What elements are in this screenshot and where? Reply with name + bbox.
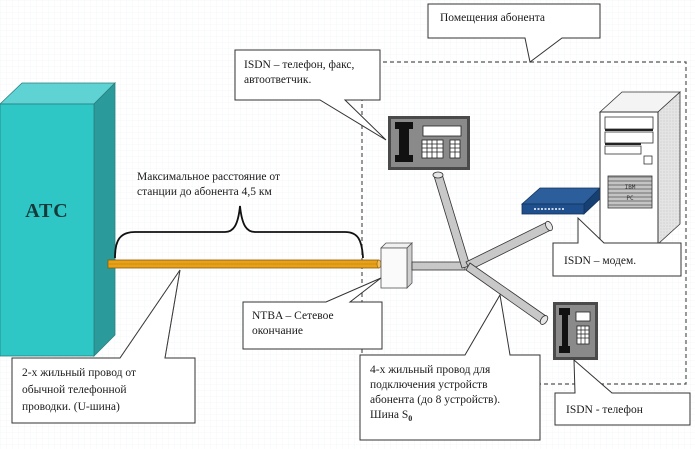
atc-label: АТС: [25, 200, 68, 222]
pc-badge-line-1: IBM: [625, 184, 636, 191]
isdn-fax-phone-device: [388, 116, 470, 170]
callout-u-bus: 2-х жильный провод от обычной телефонной…: [11, 269, 196, 424]
isdn-phone-device: [553, 302, 598, 360]
atc-exchange: АТС: [0, 82, 116, 357]
handset-icon: [399, 123, 409, 161]
pc-badge-line-2: PC: [626, 195, 634, 202]
s0-bus-wires: [411, 171, 553, 325]
pc-badge: [607, 175, 653, 209]
callout-isdn-fax-text: ISDN – телефон, факс, автоответчик.: [244, 59, 357, 86]
u-bus-wire: [107, 259, 382, 269]
callout-premises: Помещения абонента: [427, 3, 601, 63]
s0-trunk: [411, 261, 466, 271]
handset-icon: [562, 309, 568, 353]
callout-isdn-modem: ISDN – модем.: [552, 216, 682, 277]
ntba-device: [380, 242, 413, 289]
callout-ntba-text: NTBA – Сетевое окончание: [252, 310, 336, 337]
callout-isdn-modem-text: ISDN – модем.: [564, 255, 636, 267]
pc-tower-device: IBM PC: [598, 91, 682, 245]
callout-isdn-fax: ISDN – телефон, факс, автоответчик.: [234, 49, 387, 141]
callout-isdn-phone-text: ISDN - телефон: [566, 404, 643, 416]
callout-s0-bus: 4-х жильный провод для подключения устро…: [359, 293, 541, 441]
callout-premises-text: Помещения абонента: [440, 12, 545, 24]
callout-u-bus-text: 2-х жильный провод от обычной телефонной…: [22, 367, 139, 413]
callout-isdn-phone: ISDN - телефон: [554, 358, 691, 426]
distance-note: Максимальное расстояние от станции до аб…: [137, 171, 283, 198]
callout-ntba: NTBA – Сетевое окончание: [242, 277, 383, 350]
distance-brace: [114, 205, 364, 259]
callout-s0-bus-text: 4-х жильный провод для подключения устро…: [370, 364, 503, 423]
atc-side: [93, 82, 116, 357]
isdn-modem-device: [520, 187, 601, 215]
atc-front: [0, 103, 95, 357]
